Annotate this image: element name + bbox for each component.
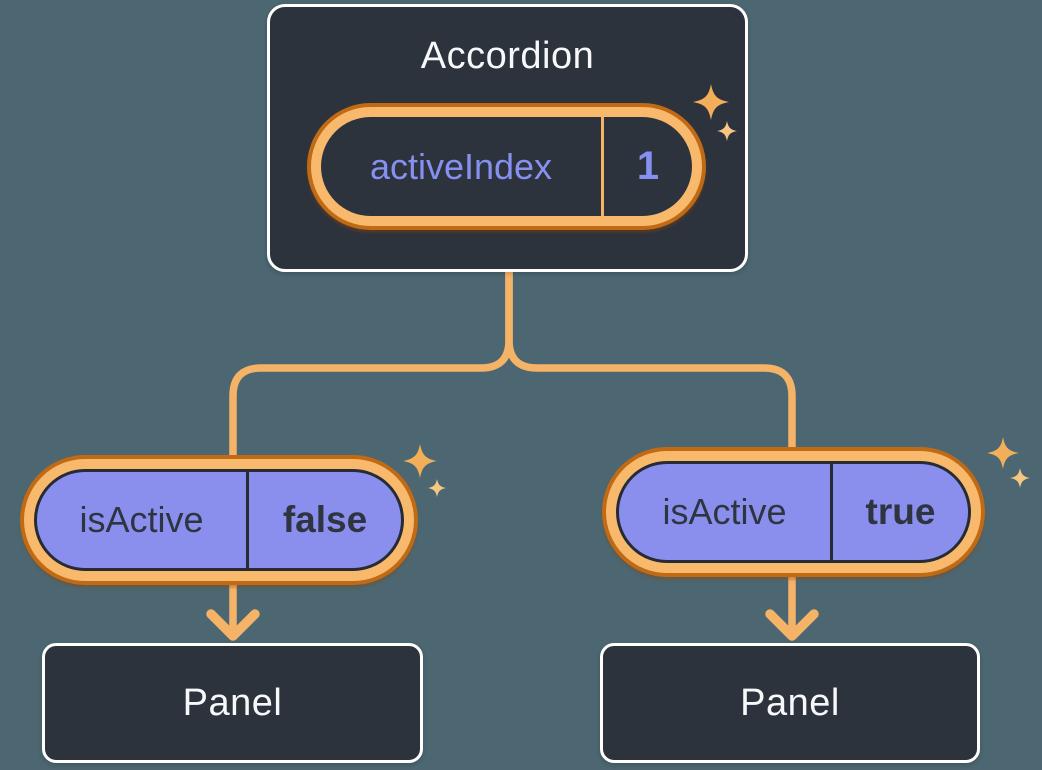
prop-label-left: isActive [79, 499, 204, 540]
state-pill: activeIndex 1 [321, 117, 692, 216]
arrow-down-icon [765, 609, 819, 641]
prop-pill-right: isActive true [616, 461, 971, 563]
prop-value-left: false [282, 499, 368, 540]
panel-title-left: Panel [182, 681, 283, 724]
prop-pill-ring-left: isActive false [20, 455, 418, 585]
panel-title-right: Panel [740, 681, 840, 724]
panel-component-box-right: Panel [600, 643, 980, 763]
state-value: 1 [636, 144, 660, 188]
panel-component-box-left: Panel [42, 643, 423, 763]
prop-pill-left: isActive false [34, 469, 404, 571]
arrow-down-icon [206, 609, 260, 641]
state-label: activeIndex [369, 145, 553, 187]
state-pill-ring: activeIndex 1 [307, 103, 706, 230]
pill-divider [830, 464, 833, 560]
prop-value-right: true [865, 491, 936, 532]
accordion-title: Accordion [420, 35, 595, 77]
prop-pill-ring-right: isActive true [602, 447, 985, 577]
pill-divider [601, 117, 604, 216]
prop-label-right: isActive [662, 491, 787, 532]
